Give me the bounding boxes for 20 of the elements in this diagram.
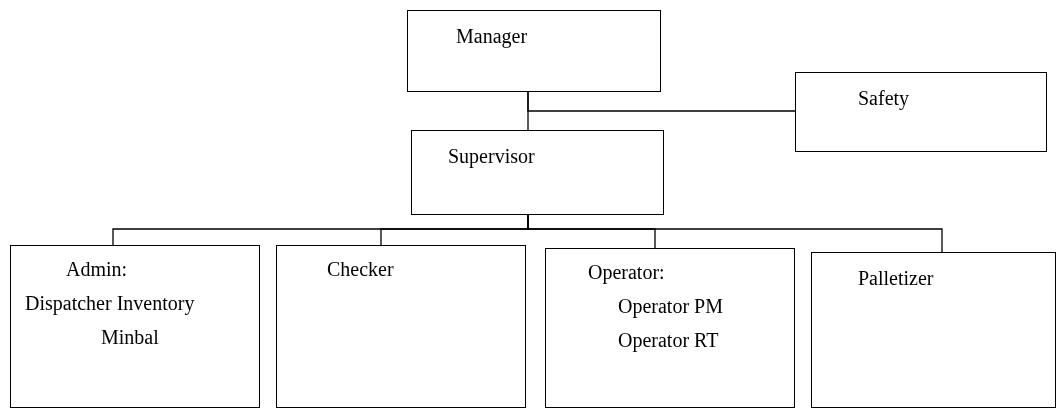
role-title: Manager bbox=[456, 25, 528, 47]
role-box bbox=[545, 248, 795, 408]
role-item: Operator RT bbox=[618, 329, 719, 351]
role-box bbox=[795, 72, 1047, 152]
role-item: Minbal bbox=[101, 326, 159, 348]
role-item: Dispatcher Inventory bbox=[25, 292, 195, 314]
role-title: Safety bbox=[858, 87, 910, 109]
role-title: Checker bbox=[327, 258, 394, 280]
role-title: Supervisor bbox=[448, 145, 535, 167]
role-box bbox=[407, 10, 661, 92]
connector-line bbox=[527, 214, 943, 253]
role-item: Operator PM bbox=[618, 295, 723, 317]
role-title: Operator: bbox=[588, 261, 665, 283]
role-title: Palletizer bbox=[858, 267, 934, 289]
role-title: Admin: bbox=[66, 258, 128, 280]
connector-line bbox=[527, 91, 796, 112]
role-box bbox=[411, 130, 664, 215]
role-box bbox=[276, 245, 526, 408]
role-box bbox=[811, 252, 1056, 408]
role-box bbox=[10, 245, 260, 408]
